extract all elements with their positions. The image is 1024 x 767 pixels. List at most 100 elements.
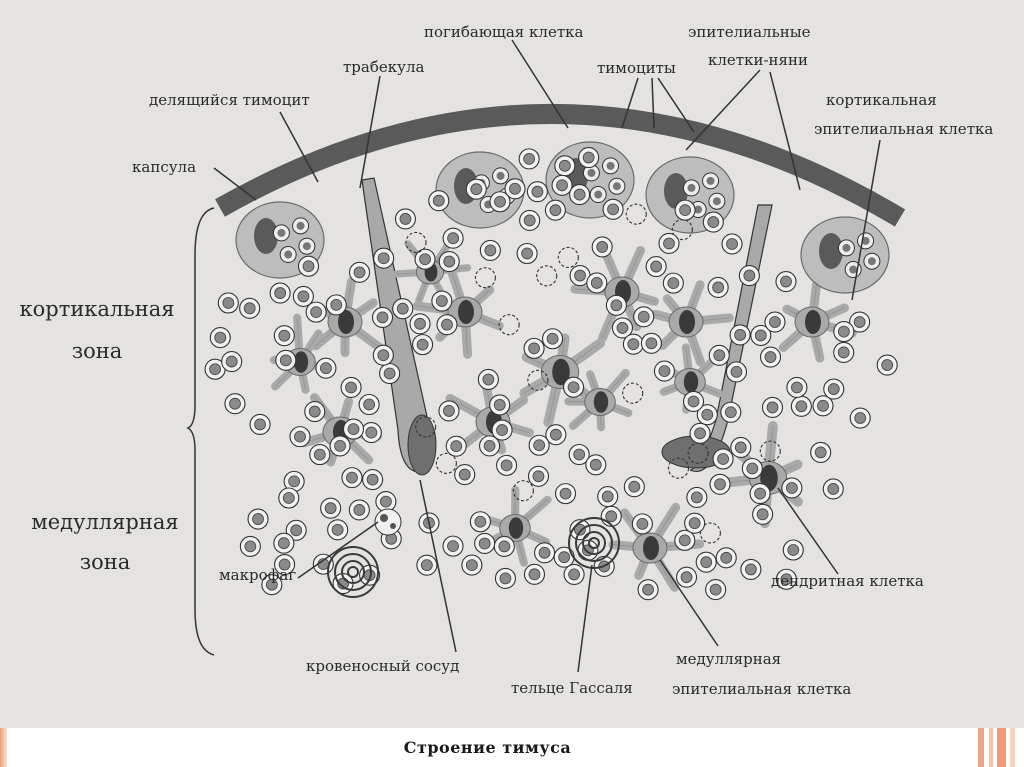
label-dying-cell: погибающая клетка: [424, 23, 584, 41]
capsule: [215, 104, 906, 227]
thymocyte: [438, 400, 460, 422]
thymocyte: [674, 199, 696, 221]
thymocyte: [491, 419, 513, 441]
thymocyte: [341, 467, 363, 489]
thymocyte: [348, 499, 370, 521]
thymocyte: [442, 535, 464, 557]
leader-line: [359, 75, 381, 189]
thymocyte: [674, 529, 696, 551]
thymocyte: [454, 464, 476, 486]
thymocyte: [469, 511, 491, 533]
thymocyte: [438, 251, 460, 273]
thymocyte: [563, 563, 585, 585]
thymocyte: [725, 361, 747, 383]
right-accent-stripe-4: [1010, 728, 1015, 767]
leader-line: [659, 559, 719, 647]
thymocyte: [699, 522, 721, 544]
thymocyte: [239, 297, 261, 319]
thymocyte: [504, 178, 526, 200]
thymocyte: [209, 327, 231, 349]
thymocyte: [474, 532, 496, 555]
leader-line: [621, 77, 639, 129]
label-capsule: капсула: [132, 158, 197, 176]
leader-line: [279, 111, 319, 183]
left-accent-stripe: [0, 728, 7, 767]
label-cortical-epithelial-2: эпителиальная клетка: [814, 120, 994, 138]
thymocyte: [738, 265, 760, 287]
stellate-cell: [650, 280, 734, 367]
thymocyte: [833, 341, 855, 364]
leader-line: [769, 71, 801, 191]
thymocyte: [465, 178, 487, 200]
thymocyte: [695, 551, 717, 573]
thymocyte: [373, 247, 395, 269]
leader-line: [685, 69, 761, 151]
thymocyte: [689, 422, 711, 444]
thymocyte: [715, 547, 737, 569]
thymocyte: [752, 503, 774, 525]
thymocyte: [662, 272, 684, 294]
thymocyte: [445, 435, 467, 457]
label-cortical-zone-1: кортикальная: [19, 297, 175, 321]
thymocyte: [645, 255, 667, 278]
thymocyte: [790, 395, 812, 417]
thymocyte: [526, 181, 548, 203]
thymocyte: [289, 426, 311, 448]
thymocyte: [519, 209, 541, 232]
thymocyte: [275, 349, 297, 371]
thymocyte: [554, 483, 577, 505]
thymocyte: [707, 276, 729, 298]
label-trabecula: трабекула: [343, 58, 425, 76]
thymocyte: [684, 512, 706, 534]
thymocyte: [569, 519, 591, 541]
stellate-cell: [269, 313, 334, 394]
thymocyte: [358, 393, 380, 416]
label-cortical-epithelial-1: кортикальная: [826, 91, 937, 109]
thymocyte: [585, 454, 607, 476]
blood-vessel-left: [407, 414, 437, 476]
thymocyte: [557, 246, 579, 268]
thymocyte: [709, 473, 731, 495]
thymocyte: [292, 285, 314, 307]
diagram-area: погибающая клетка трабекула тимоциты эпи…: [0, 0, 1024, 728]
thymocyte: [600, 505, 622, 527]
thymocyte: [414, 248, 436, 270]
thymocyte: [493, 535, 515, 557]
thymocyte: [409, 313, 431, 335]
thymocyte: [622, 382, 644, 404]
thymocyte: [512, 480, 534, 502]
thymocyte: [553, 546, 575, 568]
thymocyte: [721, 233, 743, 255]
thymocyte: [412, 334, 434, 356]
thymocyte: [545, 424, 567, 446]
thymocyte: [392, 298, 414, 320]
macrophage-cell: [374, 508, 402, 536]
thymocyte: [479, 239, 501, 261]
leader-line: [577, 564, 593, 673]
thymocyte: [849, 407, 871, 429]
hassall-bodies: [327, 517, 620, 598]
thymocyte: [416, 554, 438, 576]
thymocyte: [712, 448, 734, 470]
thymocyte: [528, 434, 550, 456]
thymocyte: [273, 325, 295, 347]
thymocyte: [494, 567, 516, 589]
stellate-cell: [564, 368, 633, 432]
thymocyte: [329, 435, 351, 457]
thymocyte: [637, 579, 659, 601]
thymocyte: [249, 413, 271, 436]
thymocyte: [563, 376, 585, 398]
thymocyte: [523, 337, 545, 359]
thymocyte: [283, 470, 305, 492]
thymocyte: [542, 328, 564, 350]
thymocyte: [342, 418, 365, 440]
thymocyte: [372, 344, 394, 366]
thymocyte: [375, 491, 397, 513]
thymocyte: [623, 476, 645, 498]
thymocyte: [360, 422, 382, 444]
thymocyte: [740, 558, 762, 580]
thymocyte: [730, 436, 752, 458]
thymocyte: [340, 376, 362, 399]
thymocyte: [554, 155, 576, 177]
thymocyte: [348, 261, 371, 283]
